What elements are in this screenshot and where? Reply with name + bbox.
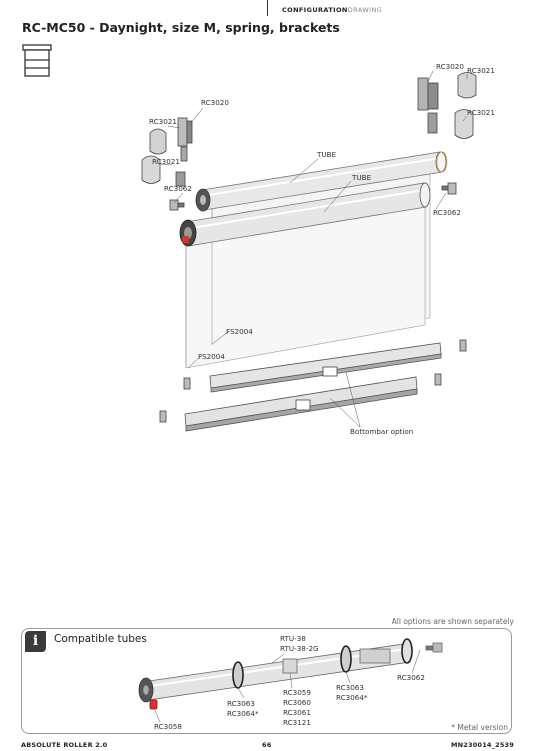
label-fs2004-back: FS2004 bbox=[226, 327, 253, 336]
roller-blind-icon bbox=[22, 44, 52, 77]
leader-lines bbox=[159, 70, 468, 428]
end-caps bbox=[159, 339, 467, 423]
label-rc3063-a: RC3063 bbox=[227, 699, 255, 708]
header-separator bbox=[267, 0, 268, 16]
label-rc3020-left: RC3020 bbox=[201, 98, 229, 107]
label-tube-front: TUBE bbox=[352, 173, 372, 182]
info-icon: i bbox=[25, 631, 46, 652]
label-rc3064-b: RC3064* bbox=[336, 693, 368, 702]
tube-front bbox=[179, 182, 431, 247]
label-rc3021-right-top: RC3021 bbox=[467, 66, 495, 75]
footer-product: ABSOLUTE ROLLER 2.0 bbox=[21, 741, 108, 749]
section-header: CONFIGURATIONDRAWING bbox=[282, 6, 382, 14]
adapter-ring-2 bbox=[340, 645, 352, 673]
options-note: All options are shown separately bbox=[391, 617, 514, 626]
label-rc3058: RC3058 bbox=[154, 722, 182, 731]
label-rc3021-left-top: RC3021 bbox=[149, 117, 177, 126]
adapter-ring-3 bbox=[401, 638, 413, 664]
label-rc3064-a: RC3064* bbox=[227, 709, 259, 718]
label-rc3061: RC3061 bbox=[283, 708, 311, 717]
label-fs2004-front: FS2004 bbox=[198, 352, 225, 361]
compatible-tubes-panel bbox=[21, 628, 512, 734]
label-rc3063-b: RC3063 bbox=[336, 683, 364, 692]
label-rc3021-left-bottom: RC3021 bbox=[152, 157, 180, 166]
left-brackets bbox=[141, 117, 193, 211]
label-rtu38-2g: RTU-38-2G bbox=[280, 644, 319, 653]
label-rc3062-left: RC3062 bbox=[164, 184, 192, 193]
label-rc3059: RC3059 bbox=[283, 688, 311, 697]
metal-version-note: * Metal version bbox=[451, 723, 508, 732]
page-title: RC-MC50 - Daynight, size M, spring, brac… bbox=[22, 20, 340, 35]
bottombar-front bbox=[184, 376, 418, 432]
right-brackets bbox=[417, 72, 477, 195]
label-rc3020-right: RC3020 bbox=[436, 62, 464, 71]
label-rc3062-panel: RC3062 bbox=[397, 673, 425, 682]
compatible-tubes-title: Compatible tubes bbox=[54, 633, 147, 645]
bottombar-back bbox=[209, 342, 442, 393]
label-rc3062-right: RC3062 bbox=[433, 208, 461, 217]
footer-doc-id: MN230014_2539 bbox=[451, 741, 514, 749]
label-rc3060: RC3060 bbox=[283, 698, 311, 707]
footer-page-number: 66 bbox=[262, 741, 272, 749]
label-tube-back: TUBE bbox=[317, 150, 337, 159]
label-rc3021-right-bottom: RC3021 bbox=[467, 108, 495, 117]
label-rc3121: RC3121 bbox=[283, 718, 311, 727]
label-bottombar: Bottombar option bbox=[350, 427, 414, 436]
section-header-light: DRAWING bbox=[347, 6, 383, 14]
tube-back bbox=[195, 151, 448, 212]
adapter-ring-1 bbox=[232, 661, 244, 689]
label-rtu38: RTU-38 bbox=[280, 634, 306, 643]
section-header-bold: CONFIGURATION bbox=[282, 6, 348, 14]
